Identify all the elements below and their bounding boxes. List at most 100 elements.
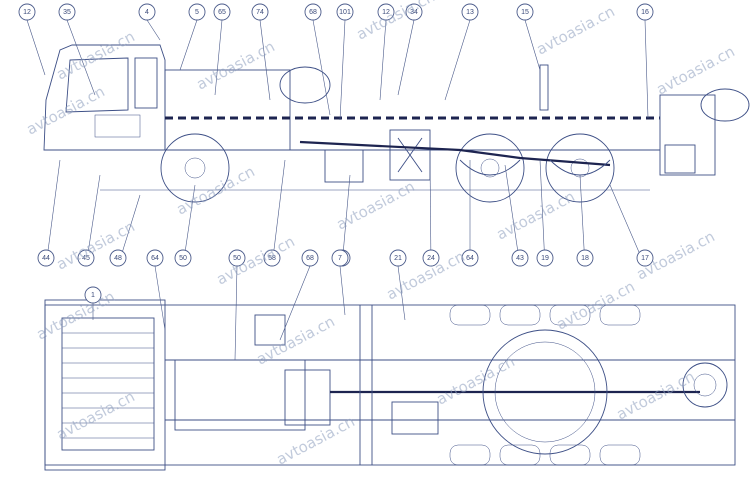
side-top-callout-label: 68 (309, 9, 317, 16)
plan-cab (44, 299, 166, 471)
callout-layer: 1235456574681011234131516444548505826246… (18, 3, 654, 361)
plan-callout-circle (301, 249, 319, 267)
plan-callout-label: 1 (91, 292, 95, 299)
side-top-callout-label: 12 (382, 9, 390, 16)
side-top-callout-circle (405, 3, 423, 21)
fuel-tank (279, 66, 331, 104)
side-top-callout-label: 34 (410, 9, 418, 16)
side-bottom-callout-label: 58 (268, 255, 276, 262)
side-bottom-leader-line (539, 159, 546, 267)
side-top-callout-12: 16 (636, 3, 654, 119)
slewing-ring-inner (494, 341, 596, 443)
watermark-text: avtoasia.cn (533, 2, 617, 58)
side-top-callout-circle (251, 3, 269, 21)
side-view (43, 44, 750, 203)
plan-battery-box (391, 401, 439, 435)
plan-callout-circle (228, 249, 246, 267)
slewing-ring (482, 329, 608, 455)
side-top-callout-circle (461, 3, 479, 21)
rear-wheel-2 (545, 133, 615, 203)
side-top-callout-circle (336, 3, 354, 21)
side-top-callout-circle (213, 3, 231, 21)
side-top-callout-label: 15 (521, 9, 529, 16)
rear-wheel-1 (455, 133, 525, 203)
side-bottom-callout-1: 45 (77, 174, 101, 267)
watermark-text: avtoasia.cn (193, 37, 277, 93)
plan-leader-line (397, 265, 406, 321)
side-top-leader-line (259, 19, 271, 101)
side-bottom-callout-label: 45 (82, 255, 90, 262)
side-top-callout-label: 12 (23, 9, 31, 16)
side-bottom-callout-label: 44 (42, 255, 50, 262)
side-top-callout-11: 15 (516, 3, 541, 71)
side-top-callout-0: 12 (18, 3, 46, 76)
plan-leader-line (279, 265, 311, 341)
side-top-callout-label: 74 (256, 9, 264, 16)
side-bottom-callout-circle (37, 249, 55, 267)
side-top-callout-1: 35 (58, 3, 96, 96)
side-bottom-callout-7: 64 (461, 160, 479, 267)
spare-wheel (700, 88, 750, 122)
side-top-callout-label: 4 (145, 9, 149, 16)
side-top-callout-circle (377, 3, 395, 21)
plan-callout-label: 21 (394, 255, 402, 262)
side-bottom-callout-label: 48 (114, 255, 122, 262)
side-top-callout-label: 35 (63, 9, 71, 16)
side-top-callout-circle (636, 3, 654, 21)
plan-callout-4: 7 (331, 249, 349, 316)
plan-callout-circle (84, 286, 102, 304)
side-bottom-callout-circle (263, 249, 281, 267)
side-bottom-callout-10: 18 (576, 174, 594, 267)
side-bottom-callout-label: 19 (541, 255, 549, 262)
plan-callout-label: 64 (151, 255, 159, 262)
side-top-callout-circle (188, 3, 206, 21)
plan-view (44, 299, 736, 471)
battery-box (324, 149, 364, 183)
plan-callout-2: 50 (228, 249, 246, 361)
side-bottom-callout-label: 50 (179, 255, 187, 262)
watermark-text: avtoasia.cn (173, 162, 257, 218)
cross-member-box (389, 129, 431, 181)
side-bottom-leader-line (429, 159, 432, 267)
watermark-text: avtoasia.cn (53, 27, 137, 83)
watermark-text: avtoasia.cn (333, 177, 417, 233)
watermark-layer: avtoasia.cn avtoasia.cn avtoasia.cn avtoasi… (23, 0, 737, 469)
watermark-text: avtoasia.cn (493, 187, 577, 243)
side-bottom-callout-8: 43 (504, 164, 529, 267)
side-top-callout-circle (58, 3, 76, 21)
side-bottom-callout-circle (511, 249, 529, 267)
plan-callout-0: 1 (84, 286, 102, 320)
side-top-callout-10: 13 (444, 3, 479, 101)
side-top-callout-circle (18, 3, 36, 21)
side-top-leader-line (179, 19, 198, 71)
side-bottom-callout-label: 24 (427, 255, 435, 262)
side-top-callout-2: 4 (138, 3, 161, 41)
side-top-leader-line (339, 19, 346, 121)
side-top-leader-line (26, 19, 46, 76)
side-top-leader-line (444, 19, 471, 101)
side-top-leader-line (644, 19, 649, 119)
side-bottom-callout-circle (109, 249, 127, 267)
plan-callout-circle (146, 249, 164, 267)
cab-side-window (134, 57, 158, 109)
side-bottom-callout-circle (636, 249, 654, 267)
side-top-callout-6: 68 (304, 3, 331, 116)
side-bottom-leader-line (45, 159, 61, 267)
side-bottom-callout-circle (422, 249, 440, 267)
radiator-grid (61, 317, 155, 451)
exhaust-pipe (539, 64, 549, 111)
side-top-leader-line (524, 19, 541, 71)
side-bottom-callout-circle (536, 249, 554, 267)
watermark-text: avtoasia.cn (53, 217, 137, 273)
watermark-text: avtoasia.cn (33, 287, 117, 343)
side-top-callout-label: 5 (195, 9, 199, 16)
watermark-text: avtoasia.cn (653, 42, 737, 98)
side-top-leader-line (397, 19, 415, 96)
side-top-callout-3: 5 (179, 3, 206, 71)
plan-leader-line (339, 265, 346, 316)
side-top-callout-8: 12 (377, 3, 395, 101)
side-top-callout-7: 101 (336, 3, 354, 121)
plan-leader-line (154, 265, 166, 331)
cross-brace (397, 137, 423, 173)
cab-door-panel (94, 114, 141, 138)
